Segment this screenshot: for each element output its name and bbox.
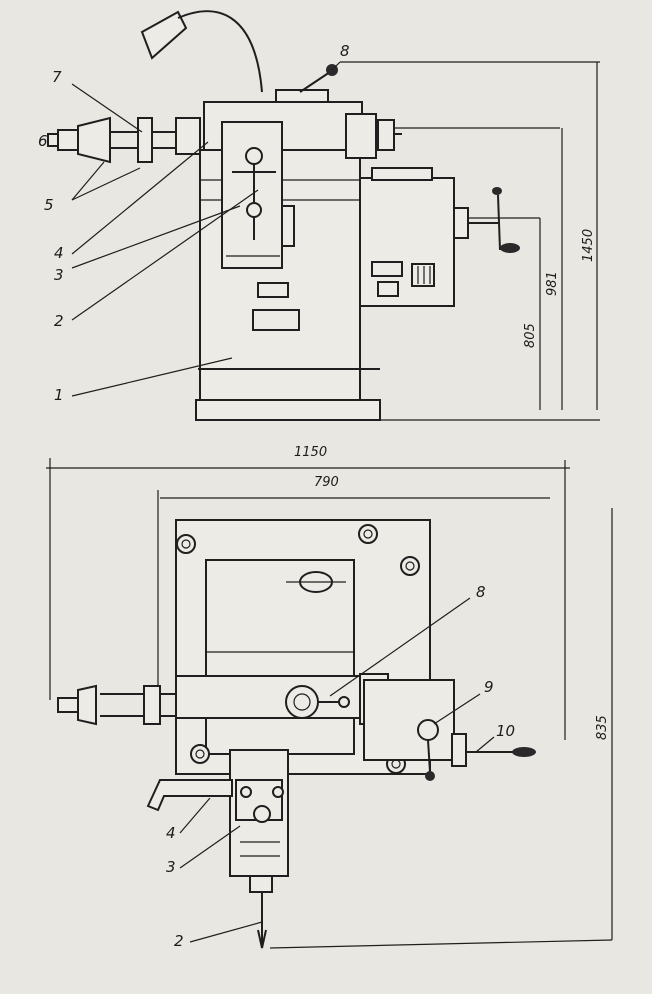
label-3: 3	[54, 266, 64, 284]
label-8: 8	[340, 42, 350, 60]
feed-gearbox	[359, 167, 520, 307]
label-1: 1	[54, 386, 64, 404]
dim-835: 835	[595, 715, 610, 740]
dim-1150: 1150	[294, 445, 327, 460]
spindle-head	[275, 89, 402, 159]
label-6: 6	[38, 132, 48, 150]
cutter-block	[229, 749, 289, 949]
lamp	[140, 10, 263, 93]
label-5: 5	[44, 196, 54, 214]
label-9: 9	[484, 678, 494, 696]
front-dimensions	[340, 61, 600, 421]
plan-leaders	[179, 597, 495, 943]
dim-790: 790	[314, 475, 339, 490]
front-leaders	[71, 61, 341, 397]
part-labels-top: 7 6 5 4 3 2 1 8	[38, 42, 350, 404]
spindle-unit	[175, 673, 389, 725]
gearbox-plan	[363, 679, 536, 781]
plan-horizontal-dimensions	[46, 458, 613, 949]
handle-8-top	[299, 64, 338, 93]
cutter-carriage	[221, 121, 295, 269]
front-view	[47, 10, 600, 421]
part-labels-bottom: 8 9 10 4 3 2	[166, 583, 515, 950]
label-4-bottom: 4	[166, 824, 176, 842]
arm	[146, 779, 233, 812]
spindle-plan-left	[57, 684, 176, 726]
label-3-bottom: 3	[166, 858, 176, 876]
dim-1450: 1450	[581, 229, 596, 262]
dimension-labels: 1450 981 805 1150 790 835	[294, 229, 610, 740]
label-8-bottom: 8	[476, 583, 486, 601]
dim-805: 805	[523, 323, 538, 348]
label-2: 2	[54, 312, 64, 330]
dim-981: 981	[545, 271, 560, 296]
horizontal-spindle	[47, 116, 201, 164]
label-7: 7	[52, 68, 62, 86]
label-10: 10	[496, 722, 515, 740]
label-2-bottom: 2	[174, 932, 184, 950]
label-4: 4	[54, 244, 64, 262]
plan-view	[46, 458, 613, 949]
